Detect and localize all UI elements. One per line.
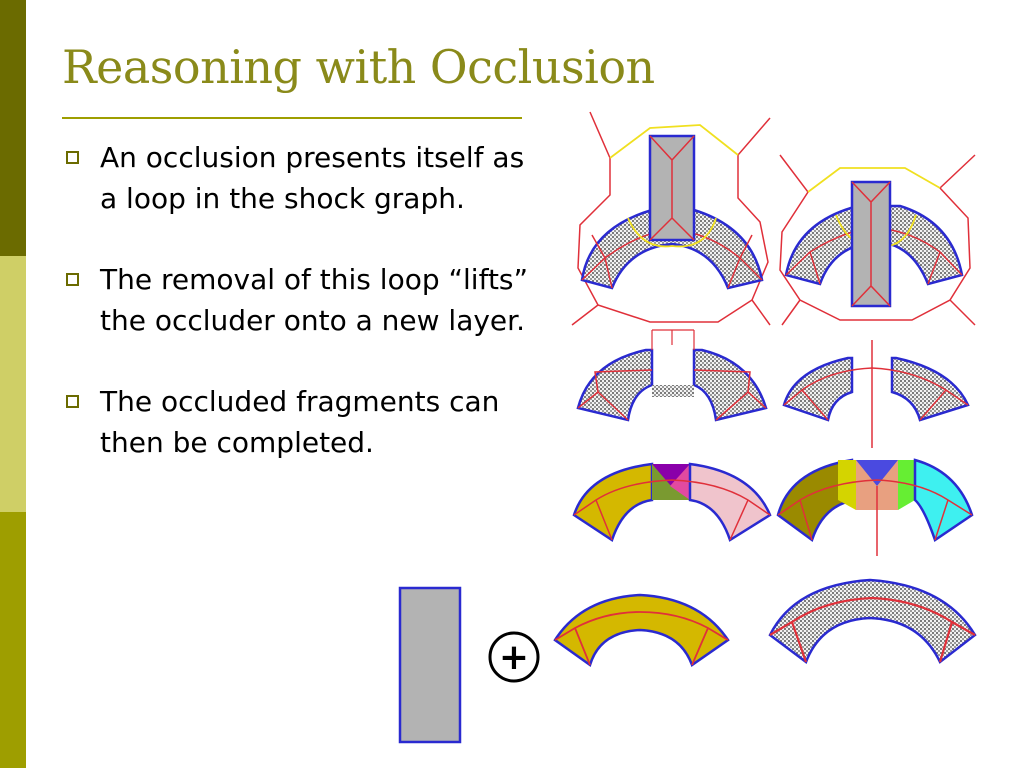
bullet-text: An occlusion presents itself as a loop i…	[100, 141, 525, 215]
sidebar-bottom	[0, 512, 26, 768]
plus-circle-icon: +	[488, 631, 540, 683]
lifted-occluder	[398, 586, 462, 744]
bullet-item: The occluded fragments can then be compl…	[62, 381, 532, 463]
colored-fragments-b	[776, 458, 974, 556]
square-bullet-icon	[66, 273, 79, 286]
colored-fragments-a	[572, 462, 772, 542]
plus-symbol: +	[499, 637, 529, 678]
completed-fragment-textured	[768, 578, 977, 664]
bullet-item: An occlusion presents itself as a loop i…	[62, 137, 532, 219]
sidebar-middle	[0, 256, 26, 512]
title-underline	[62, 117, 522, 119]
occluded-arch-shock-graph-b	[779, 154, 976, 326]
sidebar-top	[0, 0, 26, 256]
square-bullet-icon	[66, 151, 79, 164]
bullet-list: An occlusion presents itself as a loop i…	[62, 137, 532, 463]
occluded-arch-shock-graph-a	[571, 111, 771, 326]
square-bullet-icon	[66, 395, 79, 408]
arch-with-gap-b	[782, 340, 970, 448]
completed-fragment-olive	[553, 593, 730, 668]
bullet-item: The removal of this loop “lifts” the occ…	[62, 259, 532, 341]
bullet-text: The removal of this loop “lifts” the occ…	[100, 263, 529, 337]
slide-title: Reasoning with Occlusion	[62, 40, 655, 94]
arch-with-gap-a	[576, 329, 768, 422]
bullet-text: The occluded fragments can then be compl…	[100, 385, 500, 459]
